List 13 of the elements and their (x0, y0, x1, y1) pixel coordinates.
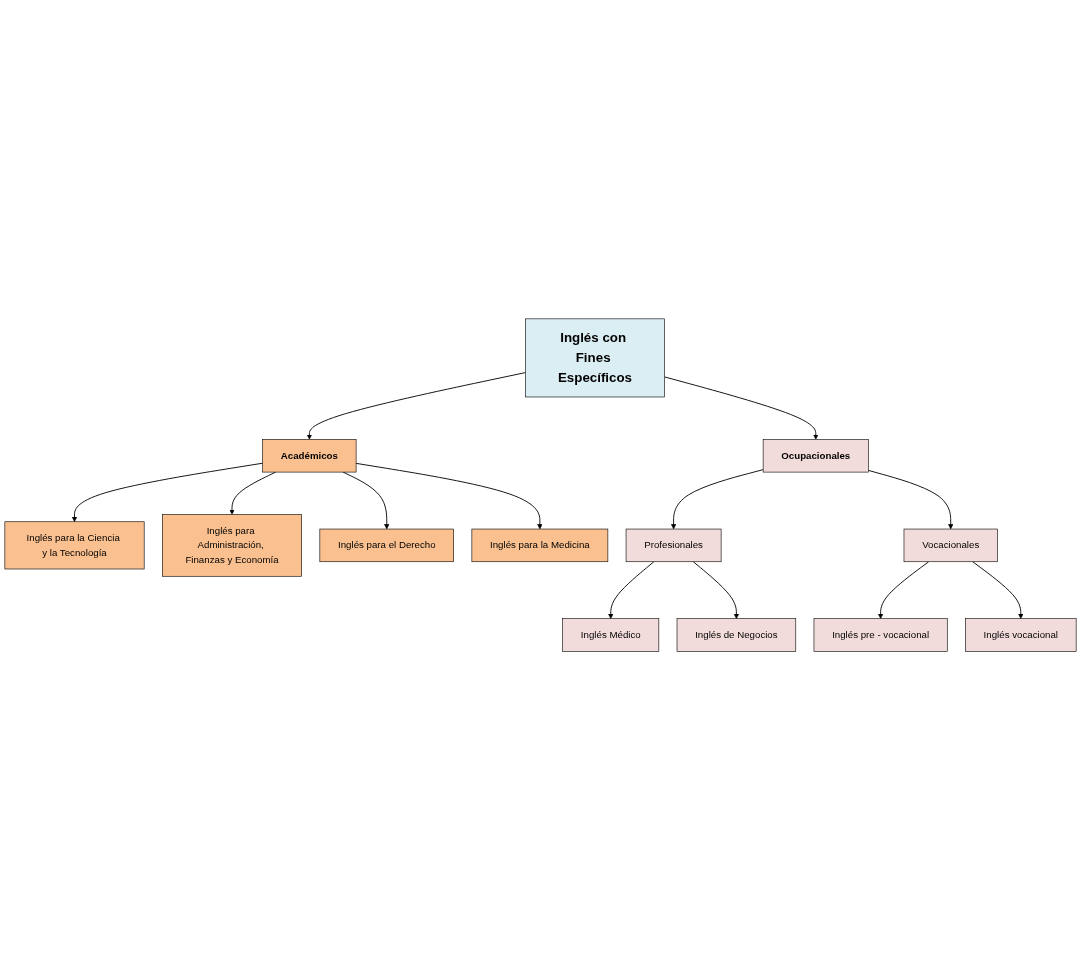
node-box: Inglés Médico (562, 618, 660, 653)
node-box: Vocacionales (903, 529, 998, 563)
node-box: Inglés para la Medicina (471, 529, 609, 563)
node-box: Inglés para Administración, Finanzas y Economía (162, 514, 302, 577)
node-box: Inglés vocacional (965, 618, 1077, 653)
node-box: Inglés con Fines Específicos (525, 318, 665, 398)
node-box: Inglés de Negocios (676, 618, 797, 653)
node-box: Académicos (262, 439, 357, 473)
node-box: Inglés pre - vocacional (813, 618, 948, 653)
node-box: Inglés para la Ciencia y la Tecnología (4, 521, 145, 570)
node-box: Inglés para el Derecho (319, 529, 454, 563)
node-box: Profesionales (625, 529, 722, 563)
node-box: Ocupacionales (762, 439, 869, 473)
